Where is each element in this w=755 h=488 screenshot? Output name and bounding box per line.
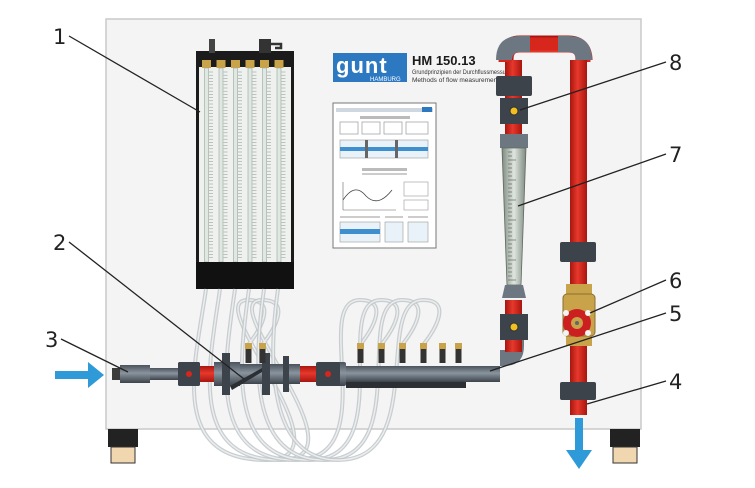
valve-handle[interactable] bbox=[563, 309, 591, 337]
arrow-down-icon bbox=[566, 418, 592, 469]
tap-fitting bbox=[378, 343, 385, 349]
tap-fitting bbox=[439, 343, 446, 349]
callout-5: 5 bbox=[669, 302, 682, 326]
callout-4: 4 bbox=[669, 370, 682, 394]
callout-1: 1 bbox=[53, 25, 66, 49]
manometer-tube bbox=[247, 67, 253, 263]
orifice-assembly bbox=[222, 353, 289, 395]
callout-6: 6 bbox=[669, 269, 682, 293]
callout-leaders bbox=[60, 35, 667, 405]
tube-fitting-top bbox=[231, 60, 240, 68]
tube-fitting-top bbox=[216, 60, 226, 68]
manometer-tube bbox=[233, 67, 238, 263]
brand-logo: gunt HAMBURG bbox=[333, 53, 407, 83]
tap-valve bbox=[439, 349, 446, 363]
tap-fitting bbox=[245, 343, 252, 349]
tap-fitting bbox=[399, 343, 406, 349]
tap-valve bbox=[378, 349, 385, 363]
tap-fitting bbox=[259, 343, 266, 349]
tap-valve bbox=[455, 349, 462, 363]
logo-text: gunt bbox=[336, 53, 388, 78]
callout-8: 8 bbox=[669, 51, 682, 75]
tube-fitting-top bbox=[260, 60, 269, 68]
u-bend bbox=[496, 35, 593, 63]
tap-valve bbox=[357, 349, 364, 363]
product-model: HM 150.13 bbox=[412, 53, 476, 68]
pipe-flanges bbox=[178, 362, 340, 386]
product-subtitle-de: Grundprinzipien der Durchflussmessung bbox=[412, 69, 512, 76]
tap-fitting bbox=[455, 343, 462, 349]
pressure-taps bbox=[245, 343, 462, 363]
connection-hoses bbox=[191, 288, 442, 463]
info-sheet bbox=[332, 102, 437, 249]
tube-fitting-top bbox=[202, 60, 211, 68]
manometer-tube bbox=[218, 67, 224, 263]
tap-valve bbox=[245, 349, 252, 363]
callout-7: 7 bbox=[669, 143, 682, 167]
logo-subtext: HAMBURG bbox=[370, 77, 401, 83]
product-subtitle-en: Methods of flow measurement bbox=[412, 77, 499, 84]
callout-2: 2 bbox=[53, 231, 66, 255]
foot-right bbox=[610, 429, 640, 464]
callout-3: 3 bbox=[45, 328, 58, 352]
manometer-tube bbox=[204, 67, 209, 263]
tube-fitting-top bbox=[274, 60, 284, 68]
tube-manometer bbox=[196, 39, 294, 289]
tap-valve bbox=[399, 349, 406, 363]
manometer-tube bbox=[276, 67, 282, 263]
foot-left bbox=[108, 429, 138, 464]
tap-valve bbox=[259, 349, 266, 363]
manometer-tube bbox=[262, 67, 267, 263]
tap-fitting bbox=[357, 343, 364, 349]
tap-fitting bbox=[420, 343, 427, 349]
tap-valve bbox=[420, 349, 427, 363]
tube-fitting-top bbox=[245, 60, 255, 68]
variable-area-flowmeter bbox=[500, 134, 528, 298]
return-pipe-left bbox=[496, 60, 532, 352]
arrow-right-icon bbox=[55, 362, 104, 388]
